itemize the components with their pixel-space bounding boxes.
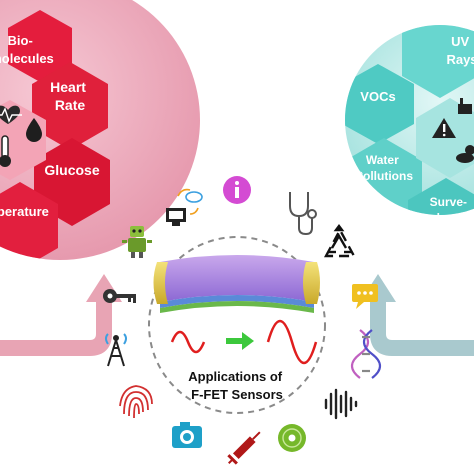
label-biomolecules: Bio- molecules [0, 33, 54, 66]
heart-pulse-icon [0, 105, 20, 124]
robot-icon [122, 226, 152, 258]
pulse-line-icon [0, 107, 22, 123]
amplify-arrow-icon [226, 332, 254, 350]
center-caption: Applications of F-FET Sensors [188, 369, 286, 402]
dna-icon [350, 329, 382, 379]
fingerprint-icon [119, 385, 153, 419]
label-heart-rate: Heart Rate [50, 79, 90, 113]
sun-cloud-icon [456, 145, 474, 163]
syringe-icon [227, 431, 261, 465]
camera-icon [172, 422, 202, 448]
right-sensing-bubble: UV Rays VOCs Water Pollutions Surve- -la… [345, 25, 474, 225]
hexagon-icons [0, 100, 46, 180]
label-surveillance: Surve- -lance [430, 195, 471, 225]
label-temperature: Temperature [0, 204, 49, 219]
antenna-tower-icon [105, 333, 127, 367]
info-icon [223, 176, 251, 204]
hexagon-biomolecules [8, 10, 72, 82]
recycle-icon [323, 224, 357, 258]
input-signal-wave [170, 330, 206, 354]
left-sensing-bubble: Bio- molecules Heart Rate Glucose Temper… [0, 0, 200, 260]
warning-icon [432, 118, 456, 138]
right-curved-arrow [360, 274, 474, 356]
key-icon [103, 289, 136, 303]
output-signal-wave [266, 320, 318, 364]
hexagon-vocs [345, 64, 414, 144]
label-water-pollutions: Water Pollutions [355, 153, 413, 183]
disc-icon [278, 424, 306, 452]
factory-icon [458, 98, 472, 114]
stethoscope-icon [289, 192, 317, 236]
label-uv-rays: UV Rays [446, 34, 474, 67]
hexagon-heart-rate [32, 62, 108, 150]
sound-wave-icon [324, 388, 358, 420]
hexagon-uv-rays [402, 25, 474, 98]
center-application-circle: Applications of F-FET Sensors [148, 236, 326, 414]
thermometer-icon [0, 135, 11, 167]
computer-cloud-icon [166, 188, 203, 226]
flexible-fet-film [153, 255, 320, 313]
left-curved-arrow [0, 274, 122, 356]
drop-icon [26, 118, 42, 142]
label-vocs: VOCs [360, 89, 395, 104]
hexagon-surveillance [408, 178, 474, 215]
chat-bubble-icon [352, 284, 378, 309]
label-glucose: Glucose [44, 162, 99, 178]
